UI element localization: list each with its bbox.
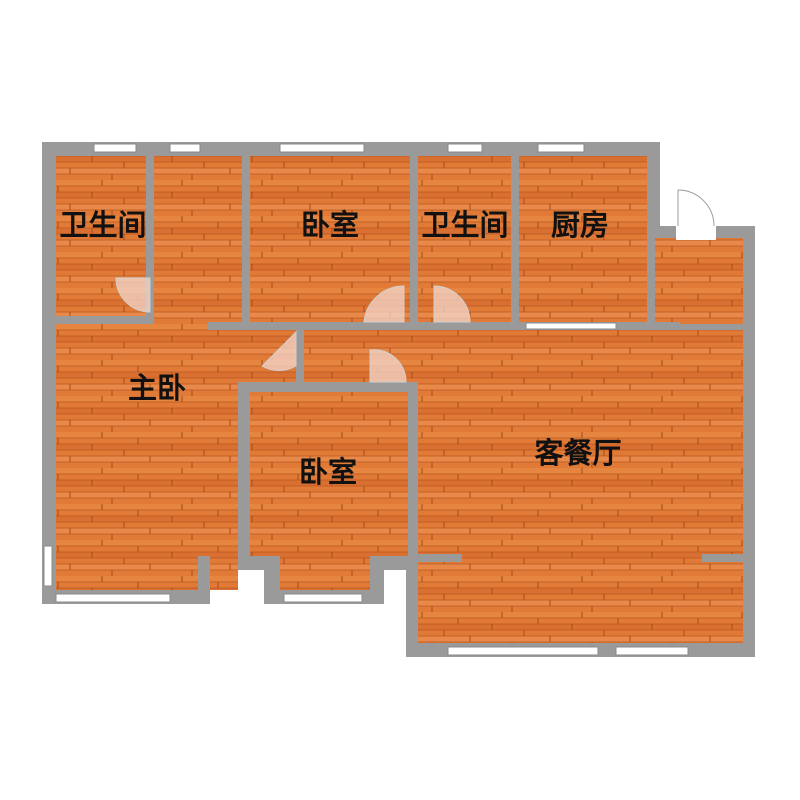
window-living-2 <box>615 646 689 656</box>
window-master-side <box>43 545 53 587</box>
window-bedroom-bottom <box>283 593 363 603</box>
floor-kitchen <box>519 156 647 322</box>
label-kitchen: 厨房 <box>551 208 609 242</box>
door-master <box>261 330 297 372</box>
door-bedroom-bottom <box>369 349 407 383</box>
window-corridor <box>169 143 201 153</box>
floor-bedroom-bottom-alcove <box>280 556 370 590</box>
window-living-1 <box>447 646 599 656</box>
floors <box>56 156 743 643</box>
label-living-dining: 客餐厅 <box>534 436 621 470</box>
window-kitchen-pass <box>525 322 617 330</box>
balcony-entry-gap <box>676 226 716 240</box>
window-kitchen <box>537 143 585 153</box>
floor-living <box>418 330 743 643</box>
label-bedroom-bottom: 卧室 <box>299 455 357 489</box>
window-master-bottom <box>55 593 171 603</box>
door-bathroom-mid <box>433 285 471 323</box>
floor-corridor <box>154 156 242 324</box>
label-bathroom-left: 卫生间 <box>59 208 146 242</box>
window-bathroom-left <box>93 143 137 153</box>
window-bedroom-top <box>279 143 365 153</box>
doors <box>115 277 471 383</box>
interior-walls <box>42 148 748 604</box>
balcony-door <box>677 189 715 227</box>
label-bedroom-top: 卧室 <box>301 208 359 242</box>
label-bathroom-mid: 卫生间 <box>421 208 508 242</box>
floor-master <box>56 324 238 590</box>
label-master-bedroom: 主卧 <box>128 371 186 405</box>
door-bathroom-left <box>115 277 151 313</box>
floor-balcony <box>655 238 743 324</box>
windows <box>43 143 689 656</box>
door-bedroom-top <box>363 285 405 323</box>
floor-bedroom-bottom <box>250 392 408 556</box>
window-bathroom-mid <box>447 143 483 153</box>
